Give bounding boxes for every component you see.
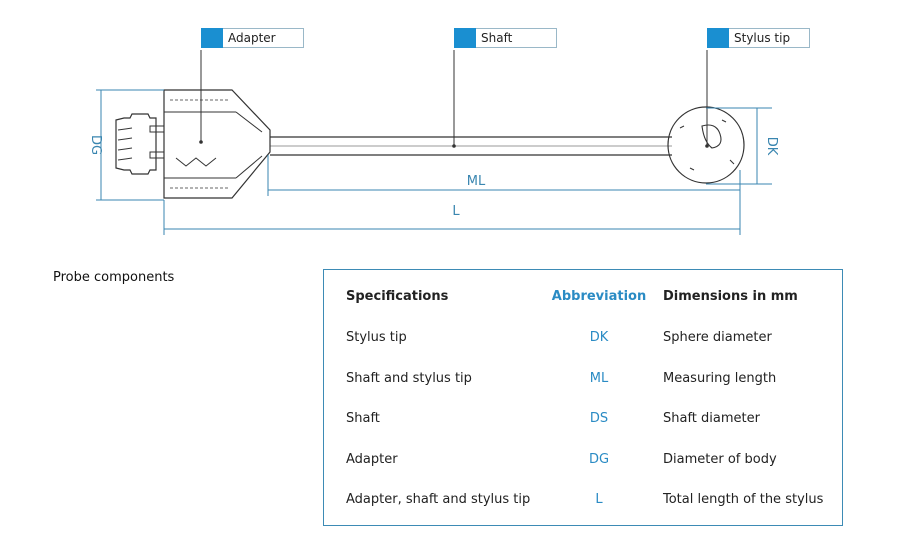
stylus-sphere bbox=[667, 106, 745, 184]
row-dim: Measuring length bbox=[663, 371, 777, 386]
dim-label-dg: DG bbox=[88, 135, 103, 155]
table-row: Stylus tip DK Sphere diameter bbox=[324, 330, 842, 350]
callout-marker bbox=[454, 27, 476, 48]
callout-marker bbox=[201, 27, 223, 48]
row-dim: Diameter of body bbox=[663, 452, 777, 467]
dim-label-dk: DK bbox=[764, 137, 779, 156]
row-abbr: DG bbox=[588, 452, 610, 467]
row-spec: Shaft and stylus tip bbox=[346, 371, 472, 386]
row-abbr: ML bbox=[589, 371, 609, 386]
table-header: Specifications Abbreviation Dimensions i… bbox=[324, 289, 842, 309]
table-row: Shaft DS Shaft diameter bbox=[324, 411, 842, 431]
callout-label: Stylus tip bbox=[734, 31, 791, 45]
row-dim: Total length of the stylus bbox=[663, 492, 824, 507]
row-abbr: L bbox=[595, 492, 603, 507]
row-dim: Sphere diameter bbox=[663, 330, 772, 345]
table-row: Adapter, shaft and stylus tip L Total le… bbox=[324, 492, 842, 512]
callout-adapter: Adapter bbox=[201, 27, 304, 48]
adapter-body bbox=[163, 89, 271, 199]
callout-marker bbox=[707, 27, 729, 48]
header-dimensions: Dimensions in mm bbox=[663, 289, 798, 304]
row-spec: Adapter bbox=[346, 452, 398, 467]
callout-shaft: Shaft bbox=[454, 27, 557, 48]
row-abbr: DK bbox=[589, 330, 609, 345]
header-abbreviation: Abbreviation bbox=[551, 289, 647, 304]
row-dim: Shaft diameter bbox=[663, 411, 760, 426]
table-row: Shaft and stylus tip ML Measuring length bbox=[324, 371, 842, 391]
spec-table: Specifications Abbreviation Dimensions i… bbox=[323, 269, 843, 526]
callout-stylus-tip: Stylus tip bbox=[707, 27, 810, 48]
section-title: Probe components bbox=[53, 270, 175, 285]
callout-label: Shaft bbox=[481, 31, 513, 45]
header-specifications: Specifications bbox=[346, 289, 449, 304]
dim-label-l: L bbox=[452, 204, 460, 219]
thread-outline bbox=[115, 113, 157, 175]
row-abbr: DS bbox=[589, 411, 609, 426]
probe-diagram: DG DK ML L bbox=[88, 50, 779, 235]
callout-label: Adapter bbox=[228, 31, 276, 45]
probe-drawing bbox=[115, 89, 745, 199]
dim-label-ml: ML bbox=[467, 174, 486, 189]
row-spec: Adapter, shaft and stylus tip bbox=[346, 492, 531, 507]
row-spec: Shaft bbox=[346, 411, 380, 426]
table-row: Adapter DG Diameter of body bbox=[324, 452, 842, 472]
row-spec: Stylus tip bbox=[346, 330, 407, 345]
